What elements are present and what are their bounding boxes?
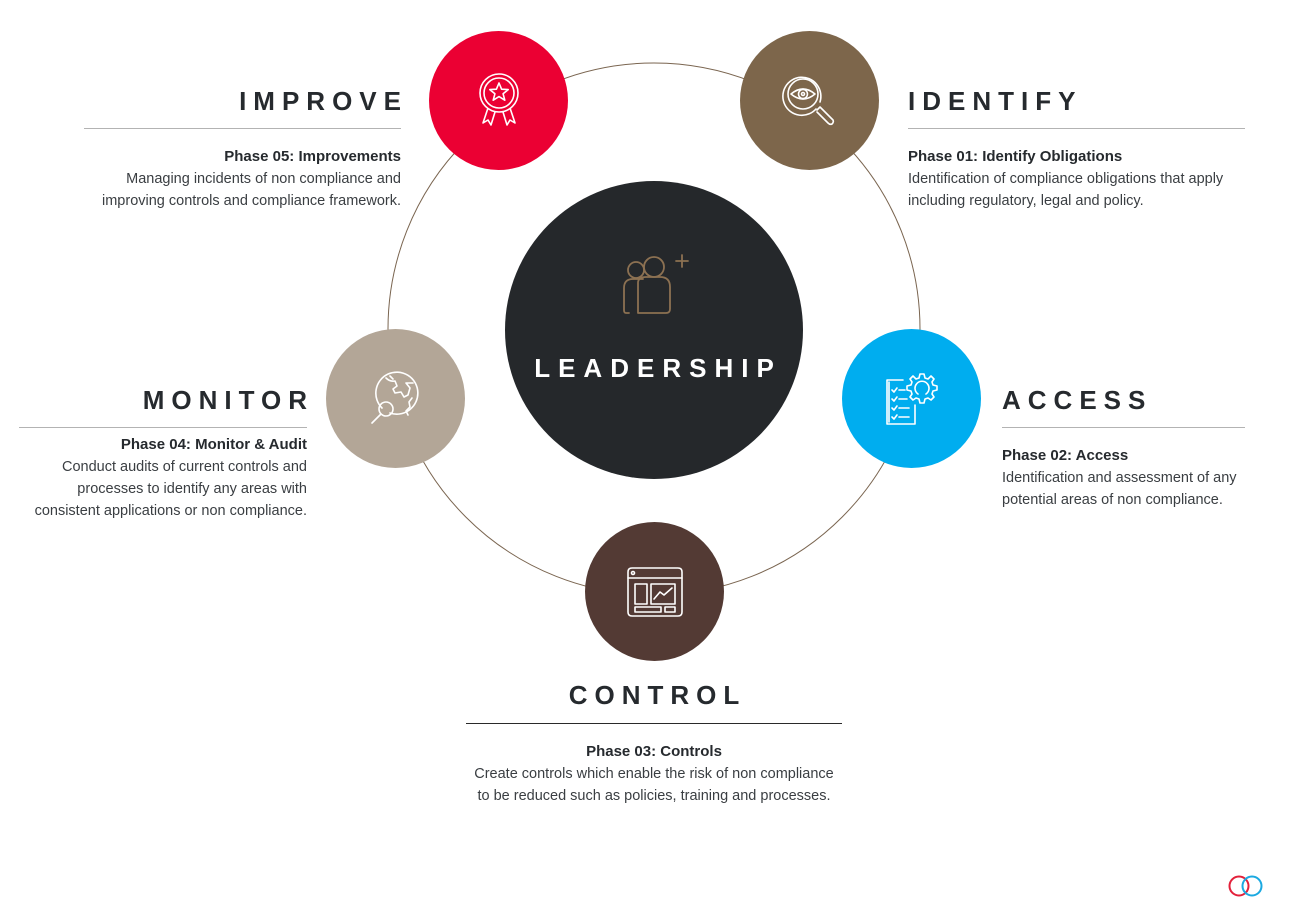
monitor-circle[interactable]	[326, 329, 465, 468]
control-divider	[466, 723, 842, 724]
access-desc-line-1: Identification and assessment of any	[1002, 470, 1237, 486]
people-add-icon	[623, 254, 689, 314]
globe-search-icon	[370, 370, 419, 424]
control-circle[interactable]	[585, 522, 724, 661]
monitor-title: MONITOR	[142, 385, 314, 415]
improve-block: IMPROVE Phase 05: Improvements Managing …	[84, 86, 401, 212]
leadership-label: LEADERSHIP	[534, 353, 782, 383]
access-title: ACCESS	[1002, 385, 1153, 415]
access-circle[interactable]	[842, 329, 981, 468]
identify-title: IDENTIFY	[908, 86, 1083, 116]
monitor-desc-line-2: processes to identify any areas with	[77, 481, 307, 497]
identify-block: IDENTIFY Phase 01: Identify Obligations …	[908, 86, 1245, 212]
access-phase-heading: Phase 02: Access	[1002, 447, 1129, 464]
monitor-block: MONITOR Phase 04: Monitor & Audit Conduc…	[19, 385, 307, 522]
improve-title: IMPROVE	[239, 86, 408, 116]
control-title: CONTROL	[568, 680, 747, 710]
identify-desc-line-1: Identification of compliance obligations…	[908, 171, 1224, 187]
improve-divider	[84, 128, 401, 129]
improve-desc-line-1: Managing incidents of non compliance and	[126, 171, 401, 187]
improve-desc-line-2: improving controls and compliance framew…	[102, 193, 401, 209]
monitor-desc-line-1: Conduct audits of current controls and	[61, 459, 307, 475]
control-phase-heading: Phase 03: Controls	[586, 743, 722, 760]
improve-circle[interactable]	[429, 31, 568, 170]
access-divider	[1002, 427, 1245, 428]
leadership-center-circle[interactable]: LEADERSHIP	[505, 181, 803, 479]
interlocking-rings-logo	[1228, 875, 1263, 897]
monitor-desc-line-3: consistent applications or non complianc…	[34, 503, 307, 519]
monitor-phase-heading: Phase 04: Monitor & Audit	[120, 436, 307, 453]
checklist-gear-icon	[885, 372, 938, 425]
magnifier-eye-icon	[781, 75, 834, 125]
control-block: CONTROL Phase 03: Controls Create contro…	[466, 680, 842, 807]
access-desc-line-2: potential areas of non compliance.	[1002, 492, 1223, 508]
monitor-divider	[19, 427, 307, 428]
identify-circle[interactable]	[740, 31, 879, 170]
award-ribbon-icon	[478, 72, 519, 126]
identify-desc-line-2: including regulatory, legal and policy.	[908, 193, 1144, 209]
access-block: ACCESS Phase 02: Access Identification a…	[1002, 385, 1245, 511]
identify-divider	[908, 128, 1245, 129]
control-desc-line-2: to be reduced such as policies, training…	[477, 788, 831, 804]
identify-phase-heading: Phase 01: Identify Obligations	[908, 148, 1123, 165]
control-desc-line-1: Create controls which enable the risk of…	[474, 766, 834, 782]
dashboard-window-icon	[626, 566, 683, 617]
improve-phase-heading: Phase 05: Improvements	[224, 148, 401, 165]
